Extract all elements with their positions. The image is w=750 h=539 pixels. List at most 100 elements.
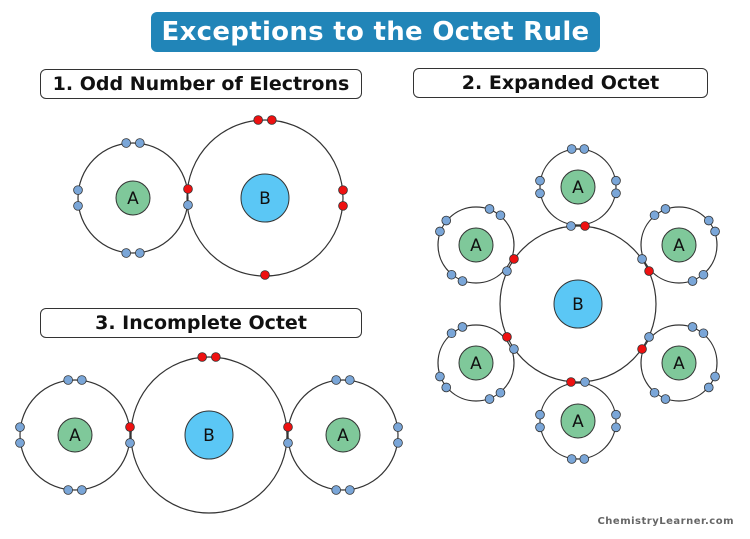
atom-a-shell: [77, 142, 189, 254]
shared-electron: [637, 344, 647, 354]
lone-electron: [457, 322, 468, 332]
shared-electron: [260, 270, 270, 280]
lone-electron: [611, 175, 621, 186]
lone-electron: [495, 210, 506, 221]
lone-electron: [703, 382, 714, 393]
lone-electron: [484, 204, 495, 214]
atom-a-label: A: [673, 354, 685, 374]
atom-a-shell: [287, 379, 399, 491]
lone-electron: [135, 138, 145, 148]
atom-a-shell: [640, 324, 718, 402]
atom-a-nucleus: [560, 169, 596, 205]
atom-b-label: B: [203, 426, 215, 446]
lone-electron: [495, 387, 506, 398]
section-heading-incomplete-octet: 3. Incomplete Octet: [40, 308, 362, 338]
lone-electron: [535, 188, 545, 199]
lone-electron: [121, 138, 131, 148]
lone-electron: [535, 422, 545, 433]
lone-electron: [710, 371, 720, 382]
section-heading-odd-electrons: 1. Odd Number of Electrons: [40, 69, 362, 99]
lone-electron: [502, 266, 512, 276]
lone-electron: [566, 221, 576, 231]
lone-electron: [435, 226, 445, 237]
atom-a-label: A: [127, 189, 139, 209]
atom-b-nucleus: [553, 279, 603, 329]
lone-electron: [73, 185, 83, 195]
atom-a-label: A: [572, 412, 584, 432]
atom-a-label: A: [470, 354, 482, 374]
lone-electron: [703, 215, 714, 226]
shared-electron: [197, 352, 207, 362]
lone-electron: [611, 188, 621, 199]
atom-a-label: A: [673, 236, 685, 256]
lone-electron: [345, 375, 355, 385]
shared-electron: [502, 332, 512, 342]
lone-electron: [457, 276, 468, 286]
atom-a-nucleus: [458, 345, 494, 381]
lone-electron: [283, 438, 293, 448]
lone-electron: [484, 394, 495, 404]
lone-electron: [660, 204, 671, 214]
lone-electron: [611, 409, 621, 420]
atom-a-nucleus: [661, 227, 697, 263]
lone-electron: [441, 215, 452, 226]
lone-electron: [579, 144, 590, 154]
lone-electron: [644, 332, 654, 342]
atom-a-nucleus: [115, 180, 151, 216]
lone-electron: [15, 438, 25, 448]
lone-electron: [649, 210, 660, 221]
lone-electron: [77, 485, 87, 495]
lone-electron: [393, 422, 403, 432]
lone-electron: [77, 375, 87, 385]
lone-electron: [183, 200, 193, 210]
atom-b-nucleus: [240, 173, 290, 223]
atom-b-shell: [130, 356, 288, 514]
shared-electron: [338, 201, 348, 211]
section-heading-expanded-octet: 2. Expanded Octet: [413, 68, 708, 98]
atom-a-label: A: [69, 426, 81, 446]
shared-electron: [566, 377, 576, 387]
lone-electron: [566, 144, 577, 154]
lone-electron: [331, 375, 341, 385]
lone-electron: [393, 438, 403, 448]
lone-electron: [15, 422, 25, 432]
lone-electron: [637, 254, 647, 264]
page-title: Exceptions to the Octet Rule: [151, 12, 600, 52]
atom-a-shell: [539, 382, 617, 460]
lone-electron: [121, 248, 131, 258]
lone-electron: [63, 375, 73, 385]
lone-electron: [611, 422, 621, 433]
lone-electron: [135, 248, 145, 258]
lone-electron: [441, 382, 452, 393]
atom-b-label: B: [572, 295, 584, 315]
lone-electron: [125, 438, 135, 448]
atom-a-nucleus: [325, 417, 361, 453]
atom-a-label: A: [337, 426, 349, 446]
lone-electron: [509, 344, 519, 354]
shared-electron: [211, 352, 221, 362]
atom-b-nucleus: [184, 410, 234, 460]
shared-electron: [580, 221, 590, 231]
atom-a-shell: [539, 148, 617, 226]
lone-electron: [331, 485, 341, 495]
lone-electron: [446, 328, 457, 339]
lone-electron: [535, 409, 545, 420]
shared-electron: [283, 422, 293, 432]
atom-b-shell: [499, 225, 657, 383]
lone-electron: [687, 276, 698, 286]
atom-a-shell: [19, 379, 131, 491]
lone-electron: [566, 454, 577, 464]
lone-electron: [579, 454, 590, 464]
lone-electron: [345, 485, 355, 495]
atom-a-label: A: [572, 178, 584, 198]
shared-electron: [183, 184, 193, 194]
lone-electron: [435, 371, 445, 382]
lone-electron: [698, 328, 709, 339]
shared-electron: [509, 254, 519, 264]
atom-a-nucleus: [661, 345, 697, 381]
atom-a-shell: [640, 206, 718, 284]
